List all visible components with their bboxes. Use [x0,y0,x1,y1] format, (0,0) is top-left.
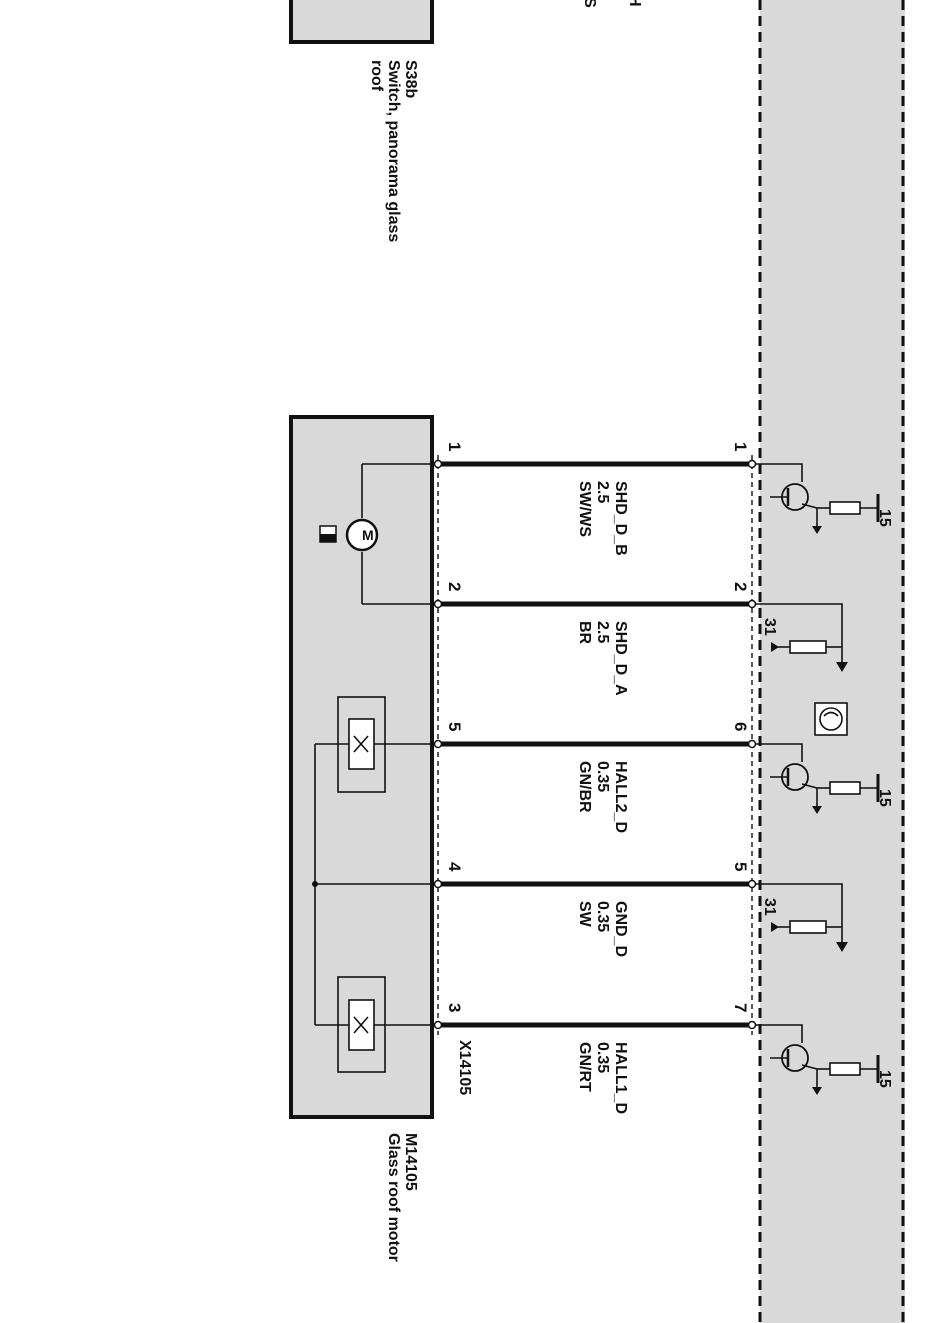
switch-name-line2: roof [368,60,385,92]
arrow-icon [812,1087,822,1095]
wire-gauge: 0.35 [594,761,611,792]
transistor-emitter [801,1064,818,1070]
arrow-icon [812,806,822,814]
wire-color: BR [576,621,593,645]
module-pin-number: 5 [731,862,750,871]
supply-terminal-label: 15 [876,509,893,527]
module-motor-icon [814,702,848,736]
motor-pin-dot [433,459,443,469]
ground-terminal-label: 31 [761,898,778,916]
module-pin-number: 1 [731,442,750,451]
supply-terminal-label: 15 [876,789,893,807]
resistor-symbol [829,781,861,795]
motor-pin-dot [433,739,443,749]
wire-color: GN/RT [576,1042,593,1092]
hall-sensor-1 [315,976,438,1073]
edge-fragment-4: H [626,0,643,7]
arrow-icon [771,642,779,652]
driver-connection [756,463,803,482]
module-pin-dot [747,1020,757,1030]
motor-code: M14105 [402,1133,419,1191]
motor-pin-number: 1 [445,442,464,451]
connector-label: X14105 [456,1040,473,1095]
driver-connection [756,883,843,942]
driver-connection [756,1024,803,1043]
motor-pin-number: 3 [445,1003,464,1012]
edge-fragment-3: WS [581,0,598,8]
wire-signal: SHD_D_B [612,481,629,556]
wire-color: SW [576,901,593,928]
module-pin-number: 2 [731,582,750,591]
wire-color: SW/WS [576,481,593,537]
module-pin-dot [747,739,757,749]
module-pin-dot [747,459,757,469]
switch-box [289,0,434,44]
arrow-icon [812,526,822,534]
module-pin-dot [747,599,757,609]
resistor-symbol [829,501,861,515]
wire-gauge: 2.5 [594,481,611,503]
wire-signal: HALL2_D [612,761,629,833]
transistor-emitter [801,783,818,789]
motor-symbol [319,463,438,605]
motor-pin-dot [433,1020,443,1030]
wire-color: GN/BR [576,761,593,813]
wire-gauge: 0.35 [594,1042,611,1073]
wire-signal: SHD_D_A [612,621,629,696]
wire-gauge: 2.5 [594,621,611,643]
motor-pin-dot [433,599,443,609]
motor-pin-number: 2 [445,582,464,591]
wire-signal: HALL1_D [612,1042,629,1114]
motor-name: Glass roof motor [385,1133,402,1262]
module-pin-dot [747,879,757,889]
switch-code: S38b [402,60,419,98]
driver-connection [756,603,843,662]
motor-symbol-letter: M [362,527,374,543]
resistor-symbol [829,1062,861,1076]
wire-signal: GND_D [612,901,629,957]
motor-pin-number: 5 [445,722,464,731]
switch-name-line1: Switch, panorama glass [385,60,402,242]
driver-connection [756,743,803,762]
transistor-emitter [801,503,818,509]
supply-terminal-label: 15 [876,1070,893,1088]
ground-arrow-icon [836,662,848,672]
wire-gauge: 0.35 [594,901,611,932]
module-pin-number: 7 [731,1003,750,1012]
control-module-area [760,0,905,1323]
hall-sensor-2 [315,696,438,793]
ground-arrow-icon [836,942,848,952]
motor-pin-number: 4 [445,862,464,872]
motor-pin-dot [433,879,443,889]
resistor-symbol [789,920,827,934]
arrow-icon [771,922,779,932]
ground-terminal-label: 31 [761,618,778,636]
resistor-symbol [789,640,827,654]
module-pin-number: 6 [731,722,750,731]
